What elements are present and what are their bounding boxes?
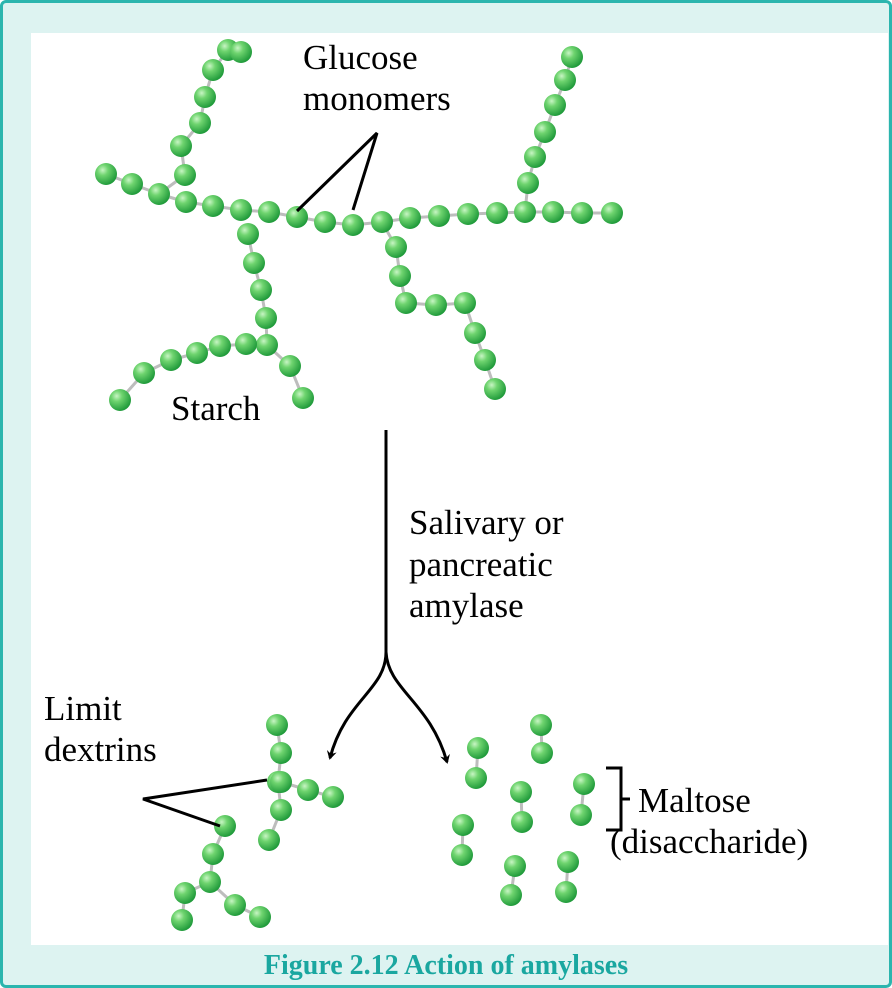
glucose-bead	[464, 322, 486, 344]
glucose-bead	[266, 714, 288, 736]
glucose-bead	[530, 714, 552, 736]
glucose-bead	[230, 41, 252, 63]
glucose-bead	[174, 164, 196, 186]
glucose-bead	[544, 94, 566, 116]
glucose-bead	[389, 265, 411, 287]
glucose-bead	[109, 389, 131, 411]
glucose-bead	[297, 779, 319, 801]
glucose-bead	[428, 205, 450, 227]
glucose-label-line1: Glucose	[303, 38, 418, 77]
glucose-bead	[399, 207, 421, 229]
glucose-bead	[292, 387, 314, 409]
glucose-bead	[189, 112, 211, 134]
glucose-bead	[322, 786, 344, 808]
glucose-bead	[465, 767, 487, 789]
glucose-beads	[95, 39, 623, 931]
glucose-bead	[451, 844, 473, 866]
glucose-bead	[452, 814, 474, 836]
glucose-bead	[270, 799, 292, 821]
glucose-bead	[371, 211, 393, 233]
glucose-bead	[170, 135, 192, 157]
glucose-bead	[160, 349, 182, 371]
glucose-bead	[258, 829, 280, 851]
glucose-bead	[255, 307, 277, 329]
glucose-bead	[230, 199, 252, 221]
glucose-bead	[504, 855, 526, 877]
limit-dextrins-label-line1: Limit	[44, 689, 122, 728]
glucose-bead	[510, 781, 532, 803]
glucose-bead	[270, 771, 292, 793]
glucose-bead	[202, 195, 224, 217]
glucose-bead	[237, 223, 259, 245]
glucose-bead	[454, 292, 476, 314]
glucose-bead	[148, 183, 170, 205]
glucose-bead	[258, 201, 280, 223]
glucose-bead	[175, 191, 197, 213]
glucose-bead	[555, 881, 577, 903]
maltose-label-line2: (disaccharide)	[610, 822, 808, 861]
glucose-bead	[202, 843, 224, 865]
maltose-bracket	[606, 768, 630, 830]
glucose-bead	[95, 163, 117, 185]
glucose-bead	[531, 742, 553, 764]
glucose-bead	[249, 906, 271, 928]
glucose-bead	[484, 378, 506, 400]
glucose-bead	[250, 279, 272, 301]
glucose-bead	[235, 333, 257, 355]
limit-dextrins-label-line2: dextrins	[44, 730, 157, 769]
glucose-bead	[256, 334, 278, 356]
glucose-bead	[121, 173, 143, 195]
glucose-bead	[570, 804, 592, 826]
glucose-bead	[174, 882, 196, 904]
glucose-bead	[554, 69, 576, 91]
glucose-bead	[486, 202, 508, 224]
glucose-bead	[243, 252, 265, 274]
glucose-bead	[571, 202, 593, 224]
starch-label: Starch	[171, 389, 261, 428]
glucose-bead	[395, 292, 417, 314]
glucose-bead	[202, 59, 224, 81]
glucose-bead	[514, 201, 536, 223]
glucose-bead	[561, 46, 583, 68]
glucose-bead	[224, 894, 246, 916]
glucose-bead	[209, 335, 231, 357]
glucose-pointer	[297, 133, 377, 211]
enzyme-label-line3: amylase	[409, 586, 524, 625]
glucose-bead	[385, 236, 407, 258]
glucose-bead	[270, 742, 292, 764]
glucose-bead	[342, 214, 364, 236]
glucose-bead	[542, 201, 564, 223]
glucose-label-line2: monomers	[303, 79, 451, 118]
glucose-bead	[573, 773, 595, 795]
glucose-bead	[171, 909, 193, 931]
glucose-bead	[557, 851, 579, 873]
glucose-bead	[133, 362, 155, 384]
glucose-bead	[601, 202, 623, 224]
enzyme-label-line1: Salivary or	[409, 503, 564, 542]
limit-dextrins-pointer	[143, 780, 267, 826]
glucose-bead	[279, 355, 301, 377]
glucose-bead	[467, 737, 489, 759]
enzyme-label-line2: pancreatic	[409, 545, 553, 584]
glucose-bead	[186, 342, 208, 364]
glucose-bead	[425, 294, 447, 316]
figure-caption: Figure 2.12 Action of amylases	[0, 950, 892, 982]
glucose-bead	[500, 884, 522, 906]
glucose-bead	[457, 203, 479, 225]
glucose-bead	[517, 172, 539, 194]
glucose-bead	[534, 121, 556, 143]
glucose-bead	[199, 871, 221, 893]
glucose-bead	[474, 349, 496, 371]
glucose-bead	[314, 211, 336, 233]
glucose-bead	[511, 811, 533, 833]
maltose-label-line1: Maltose	[638, 781, 751, 820]
glucose-bead	[524, 146, 546, 168]
glucose-bead	[194, 86, 216, 108]
